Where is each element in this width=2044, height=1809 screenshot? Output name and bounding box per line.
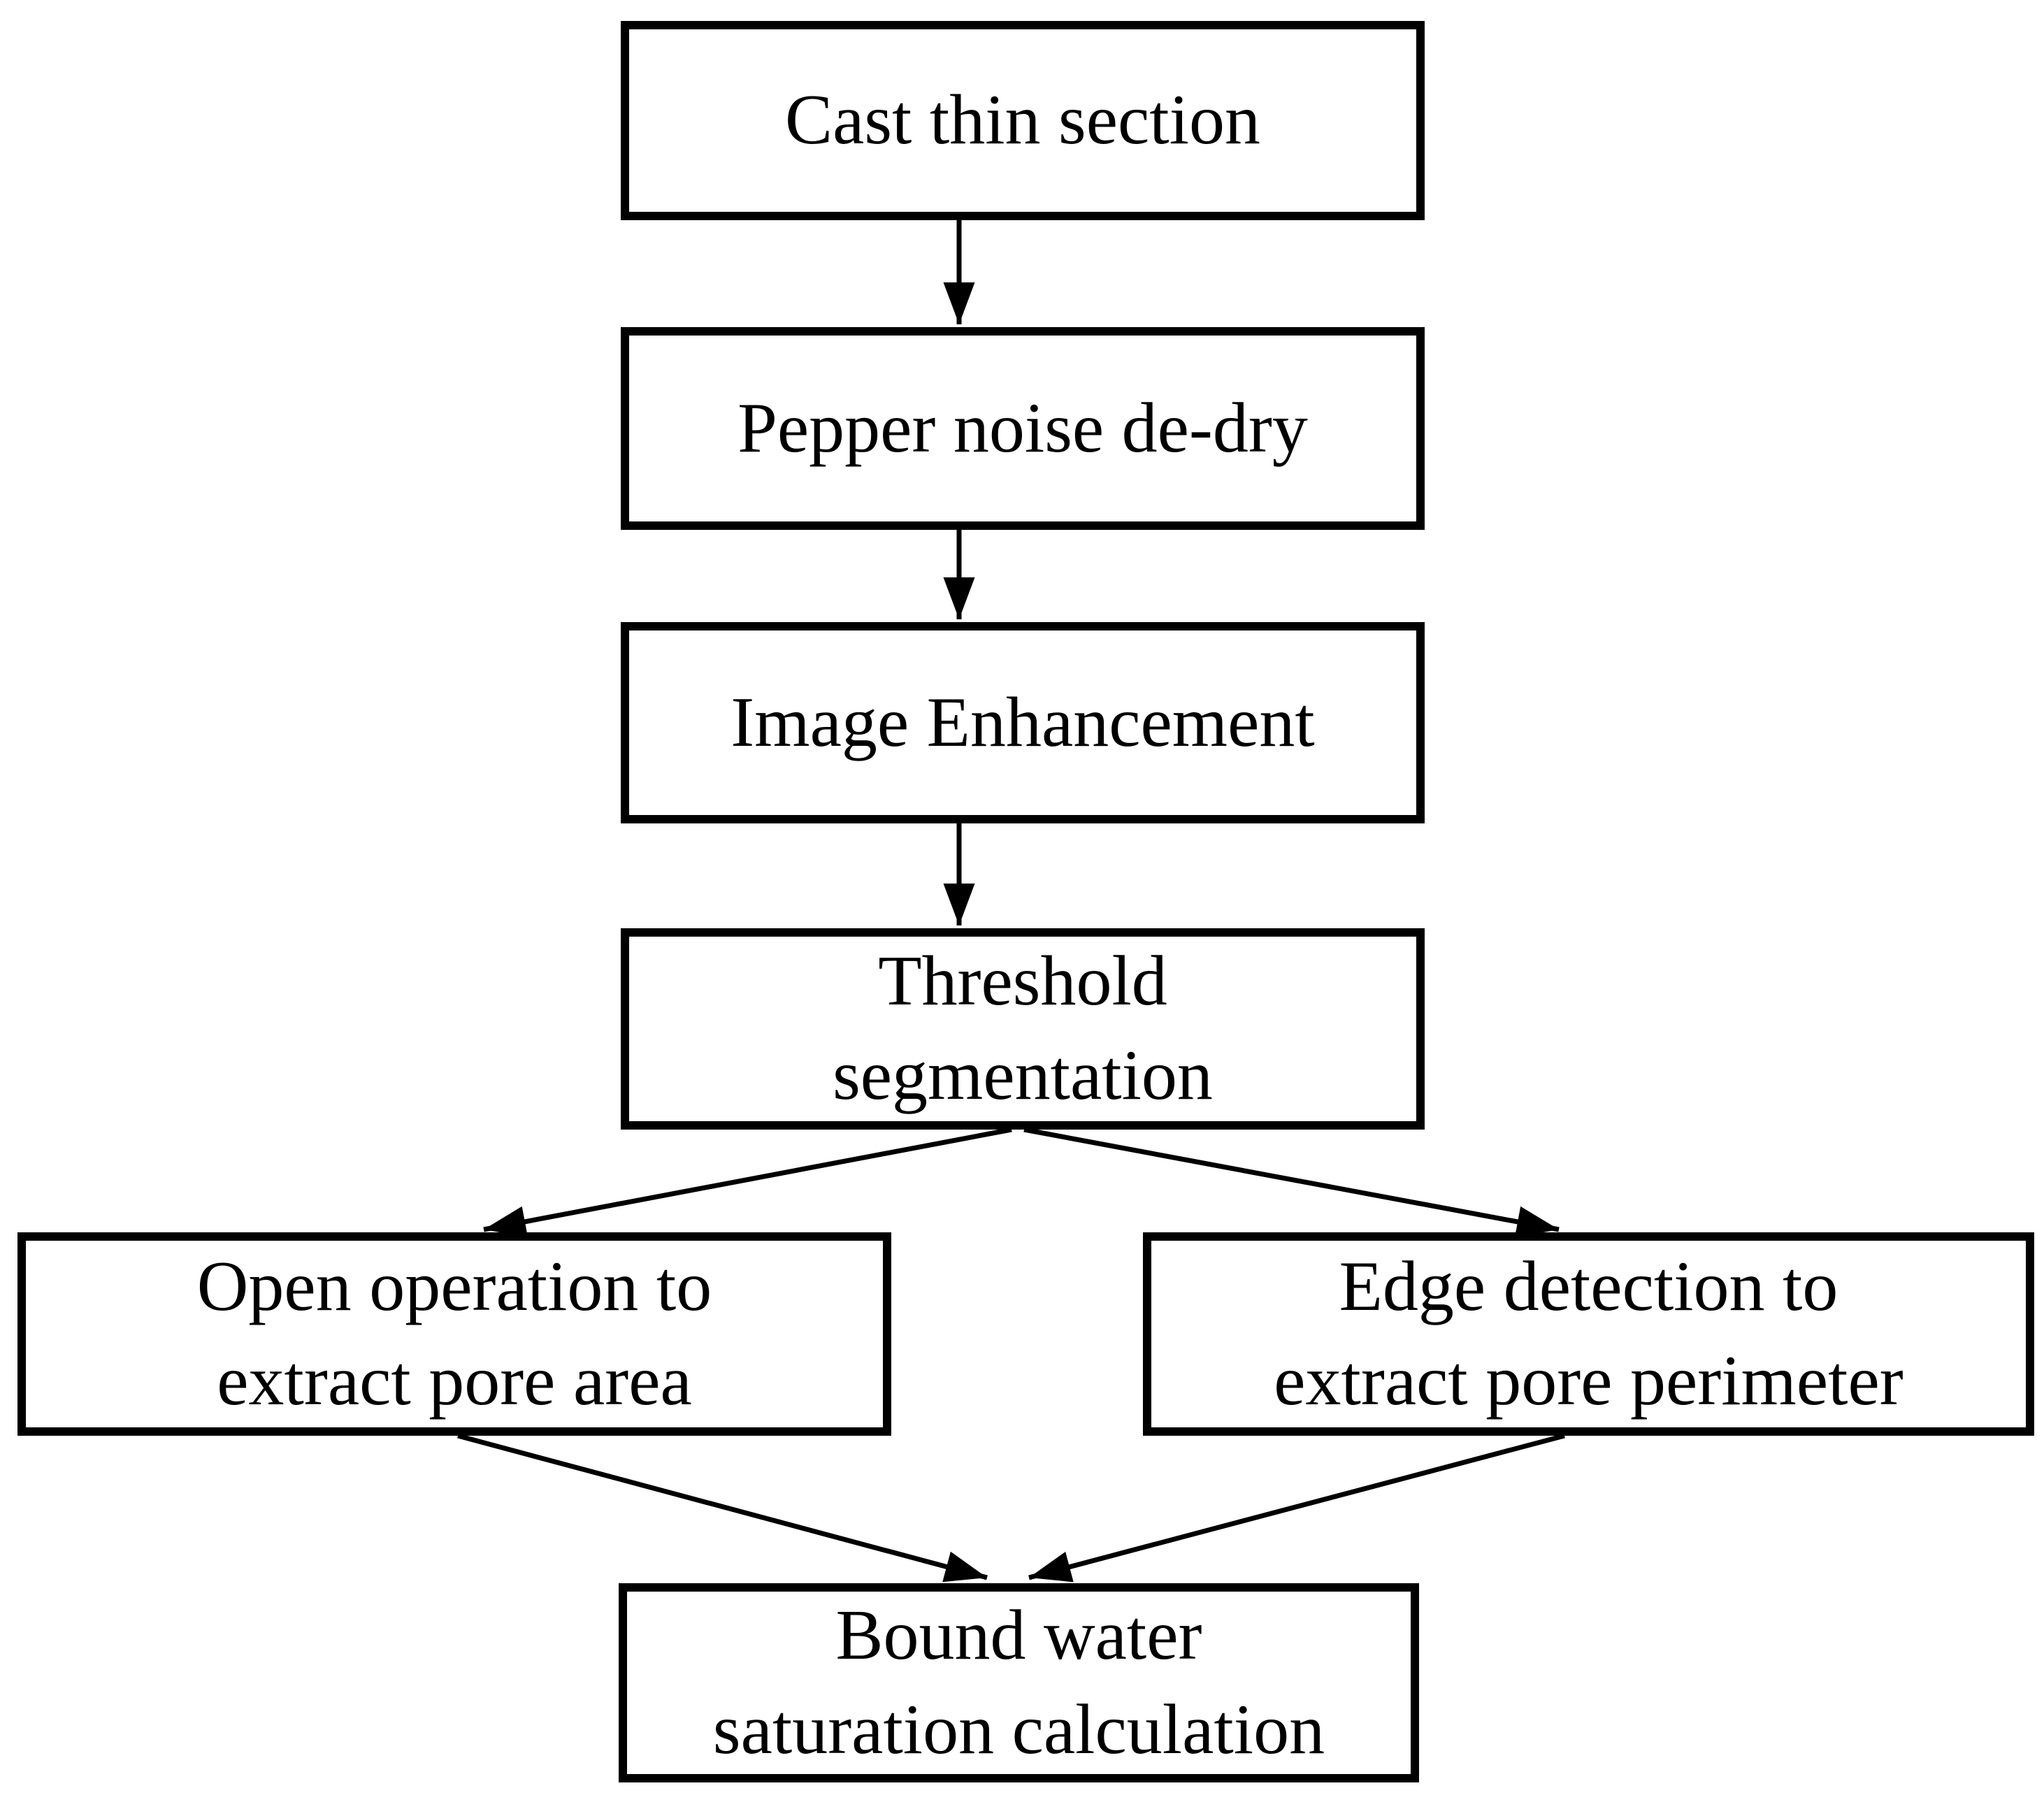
node-label: Image Enhancement	[730, 682, 1315, 762]
node-bound-water-saturation: Bound water saturation calculation	[619, 1583, 1419, 1782]
node-edge-detection: Edge detection to extract pore perimeter	[1143, 1232, 2034, 1436]
arrow-edge-detection-to-bound-water	[1028, 1433, 1565, 1583]
arrow-threshold-to-edge-detection	[1023, 1127, 1560, 1238]
node-pepper-noise-de-dry: Pepper noise de-dry	[621, 327, 1425, 530]
node-label: Bound water	[835, 1595, 1202, 1675]
node-label: saturation calculation	[712, 1689, 1325, 1769]
node-label: Threshold	[878, 942, 1167, 1021]
node-label: Edge detection to	[1339, 1246, 1838, 1326]
node-image-enhancement: Image Enhancement	[621, 622, 1425, 823]
node-cast-thin-section: Cast thin section	[621, 21, 1425, 220]
arrow-open-operation-to-bound-water	[457, 1433, 988, 1583]
arrow-threshold-to-open-operation	[483, 1127, 1012, 1237]
node-label: Open operation to	[196, 1246, 712, 1326]
node-label: extract pore perimeter	[1274, 1341, 1903, 1420]
node-label: extract pore area	[217, 1341, 692, 1420]
node-label: Cast thin section	[785, 80, 1260, 160]
node-threshold-segmentation: Threshold segmentation	[621, 928, 1425, 1130]
node-label: Pepper noise de-dry	[737, 388, 1308, 468]
node-label: segmentation	[833, 1036, 1213, 1115]
node-open-operation: Open operation to extract pore area	[17, 1232, 891, 1436]
